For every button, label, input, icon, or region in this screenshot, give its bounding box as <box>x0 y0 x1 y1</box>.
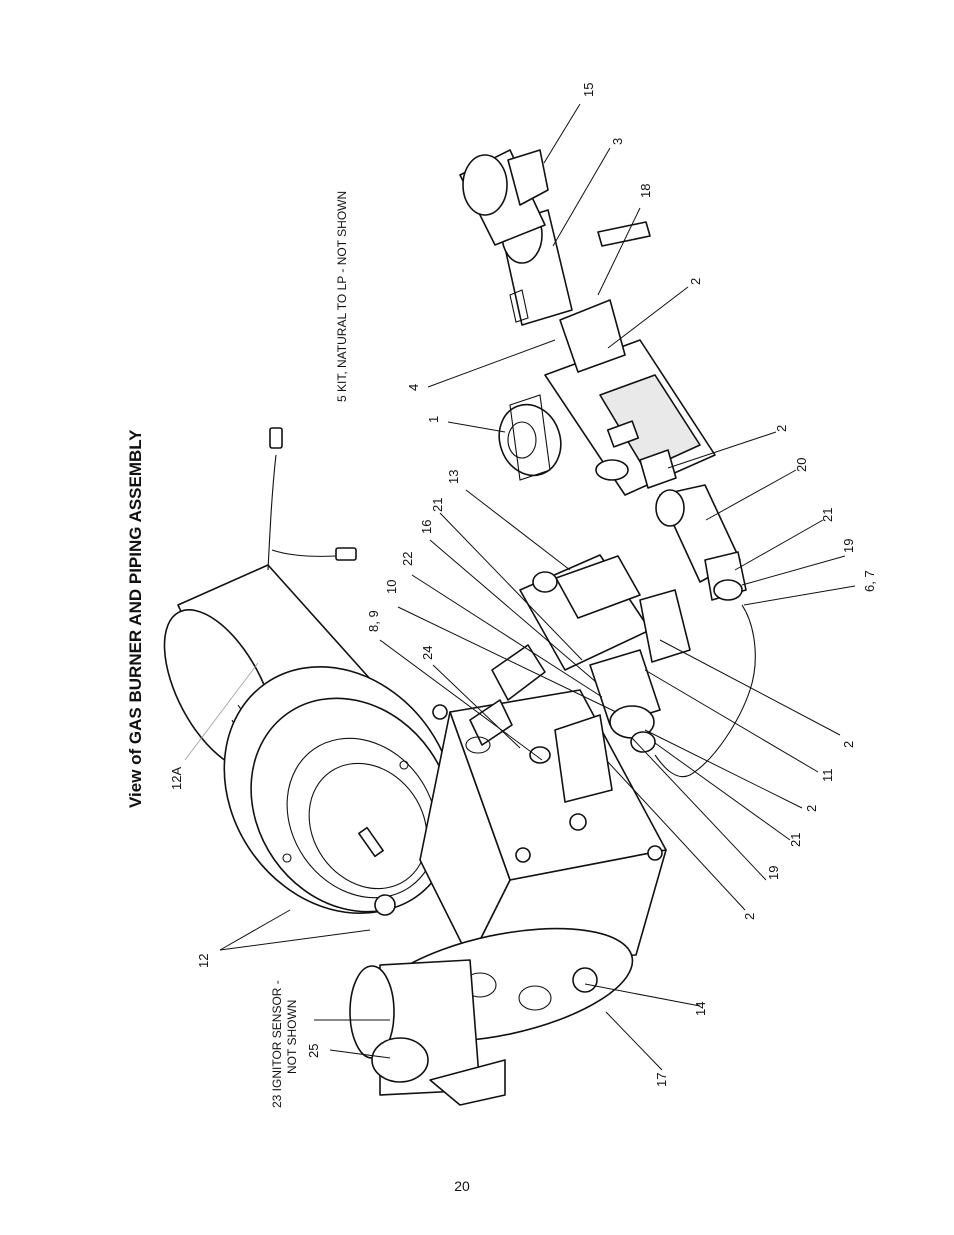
ignitor-note-line1: 23 IGNITOR SENSOR - <box>270 980 284 1108</box>
callout-25: 25 <box>306 1044 321 1058</box>
callout-numbers: 15 3 18 2 4 1 2 20 13 21 16 21 19 6, 7 2… <box>169 83 877 1087</box>
callout-1: 1 <box>426 416 441 423</box>
blower-wire-harness <box>267 427 357 571</box>
callout-13: 13 <box>446 470 461 484</box>
callout-10: 10 <box>384 580 399 594</box>
callout-21-right: 21 <box>820 508 835 522</box>
callout-18: 18 <box>638 184 653 198</box>
callout-6-7: 6, 7 <box>862 570 877 592</box>
callout-17: 17 <box>654 1073 669 1087</box>
manifold-tee <box>529 649 661 803</box>
callout-19-lower: 19 <box>766 866 781 880</box>
kit-note: 5 KIT, NATURAL TO LP - NOT SHOWN <box>335 191 349 402</box>
inlet-pipe-assembly <box>459 149 651 373</box>
blower-motor <box>163 564 471 914</box>
callout-4: 4 <box>406 384 421 391</box>
valve-outlet-pipe <box>654 484 756 778</box>
ignitor-note-line2: NOT SHOWN <box>285 1000 299 1074</box>
callout-16: 16 <box>419 520 434 534</box>
callout-15: 15 <box>581 83 596 97</box>
callout-2-upper: 2 <box>688 278 703 285</box>
callout-3: 3 <box>610 138 625 145</box>
callout-8-9: 8, 9 <box>366 610 381 632</box>
diagram-title: View of GAS BURNER AND PIPING ASSEMBLY <box>126 429 145 808</box>
flame-tube <box>349 959 506 1106</box>
callout-21-left: 21 <box>430 498 445 512</box>
solenoid-valve <box>519 554 691 671</box>
callout-19-right: 19 <box>841 539 856 553</box>
callout-2-valve: 2 <box>774 425 789 432</box>
callout-22: 22 <box>400 552 415 566</box>
callout-20: 20 <box>794 458 809 472</box>
callout-21-lower: 21 <box>788 833 803 847</box>
callout-2-lower: 2 <box>742 913 757 920</box>
callout-12: 12 <box>196 954 211 968</box>
callout-14: 14 <box>693 1002 708 1016</box>
leader-lines <box>184 103 856 1071</box>
callout-12a: 12A <box>169 767 184 790</box>
callout-11: 11 <box>820 769 835 783</box>
page-number: 20 <box>454 1178 470 1194</box>
callout-24: 24 <box>420 646 435 660</box>
gas-valve <box>498 339 716 496</box>
callout-2-solenoid: 2 <box>841 741 856 748</box>
callout-2-tee: 2 <box>804 805 819 812</box>
